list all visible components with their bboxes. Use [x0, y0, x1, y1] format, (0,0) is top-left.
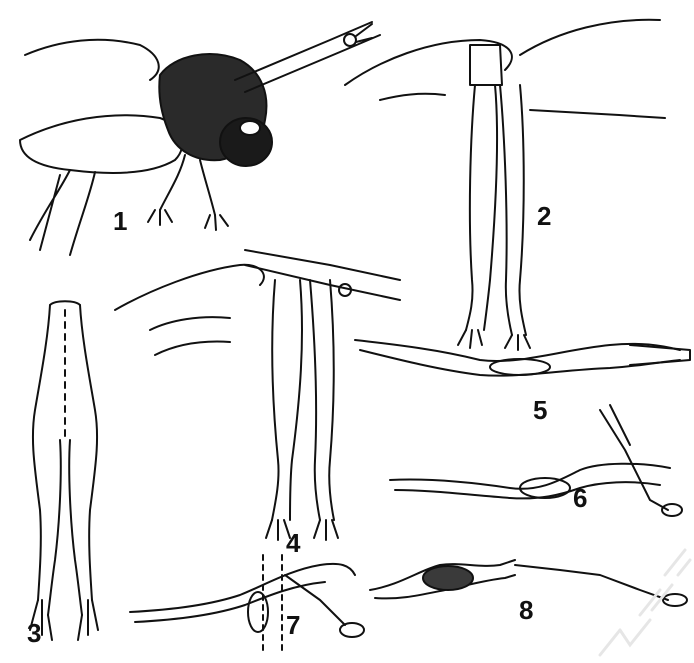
panel-label-4: 4: [286, 530, 300, 556]
panel-label-6: 6: [573, 485, 587, 511]
watermark-graphic: [560, 520, 694, 660]
panel-3-drawing: [30, 301, 98, 640]
panel-label-3: 3: [27, 620, 41, 646]
panel-5-drawing: [355, 340, 690, 376]
panel-2-drawing: [345, 20, 665, 350]
panel-label-1: 1: [113, 208, 127, 234]
panel-label-5: 5: [533, 397, 547, 423]
panel-1-drawing: [20, 22, 380, 255]
panel-label-8: 8: [519, 597, 533, 623]
panel-label-2: 2: [537, 203, 551, 229]
panel-label-7: 7: [286, 612, 300, 638]
panel-4-drawing: [115, 250, 400, 540]
panel-7-drawing: [130, 555, 364, 650]
